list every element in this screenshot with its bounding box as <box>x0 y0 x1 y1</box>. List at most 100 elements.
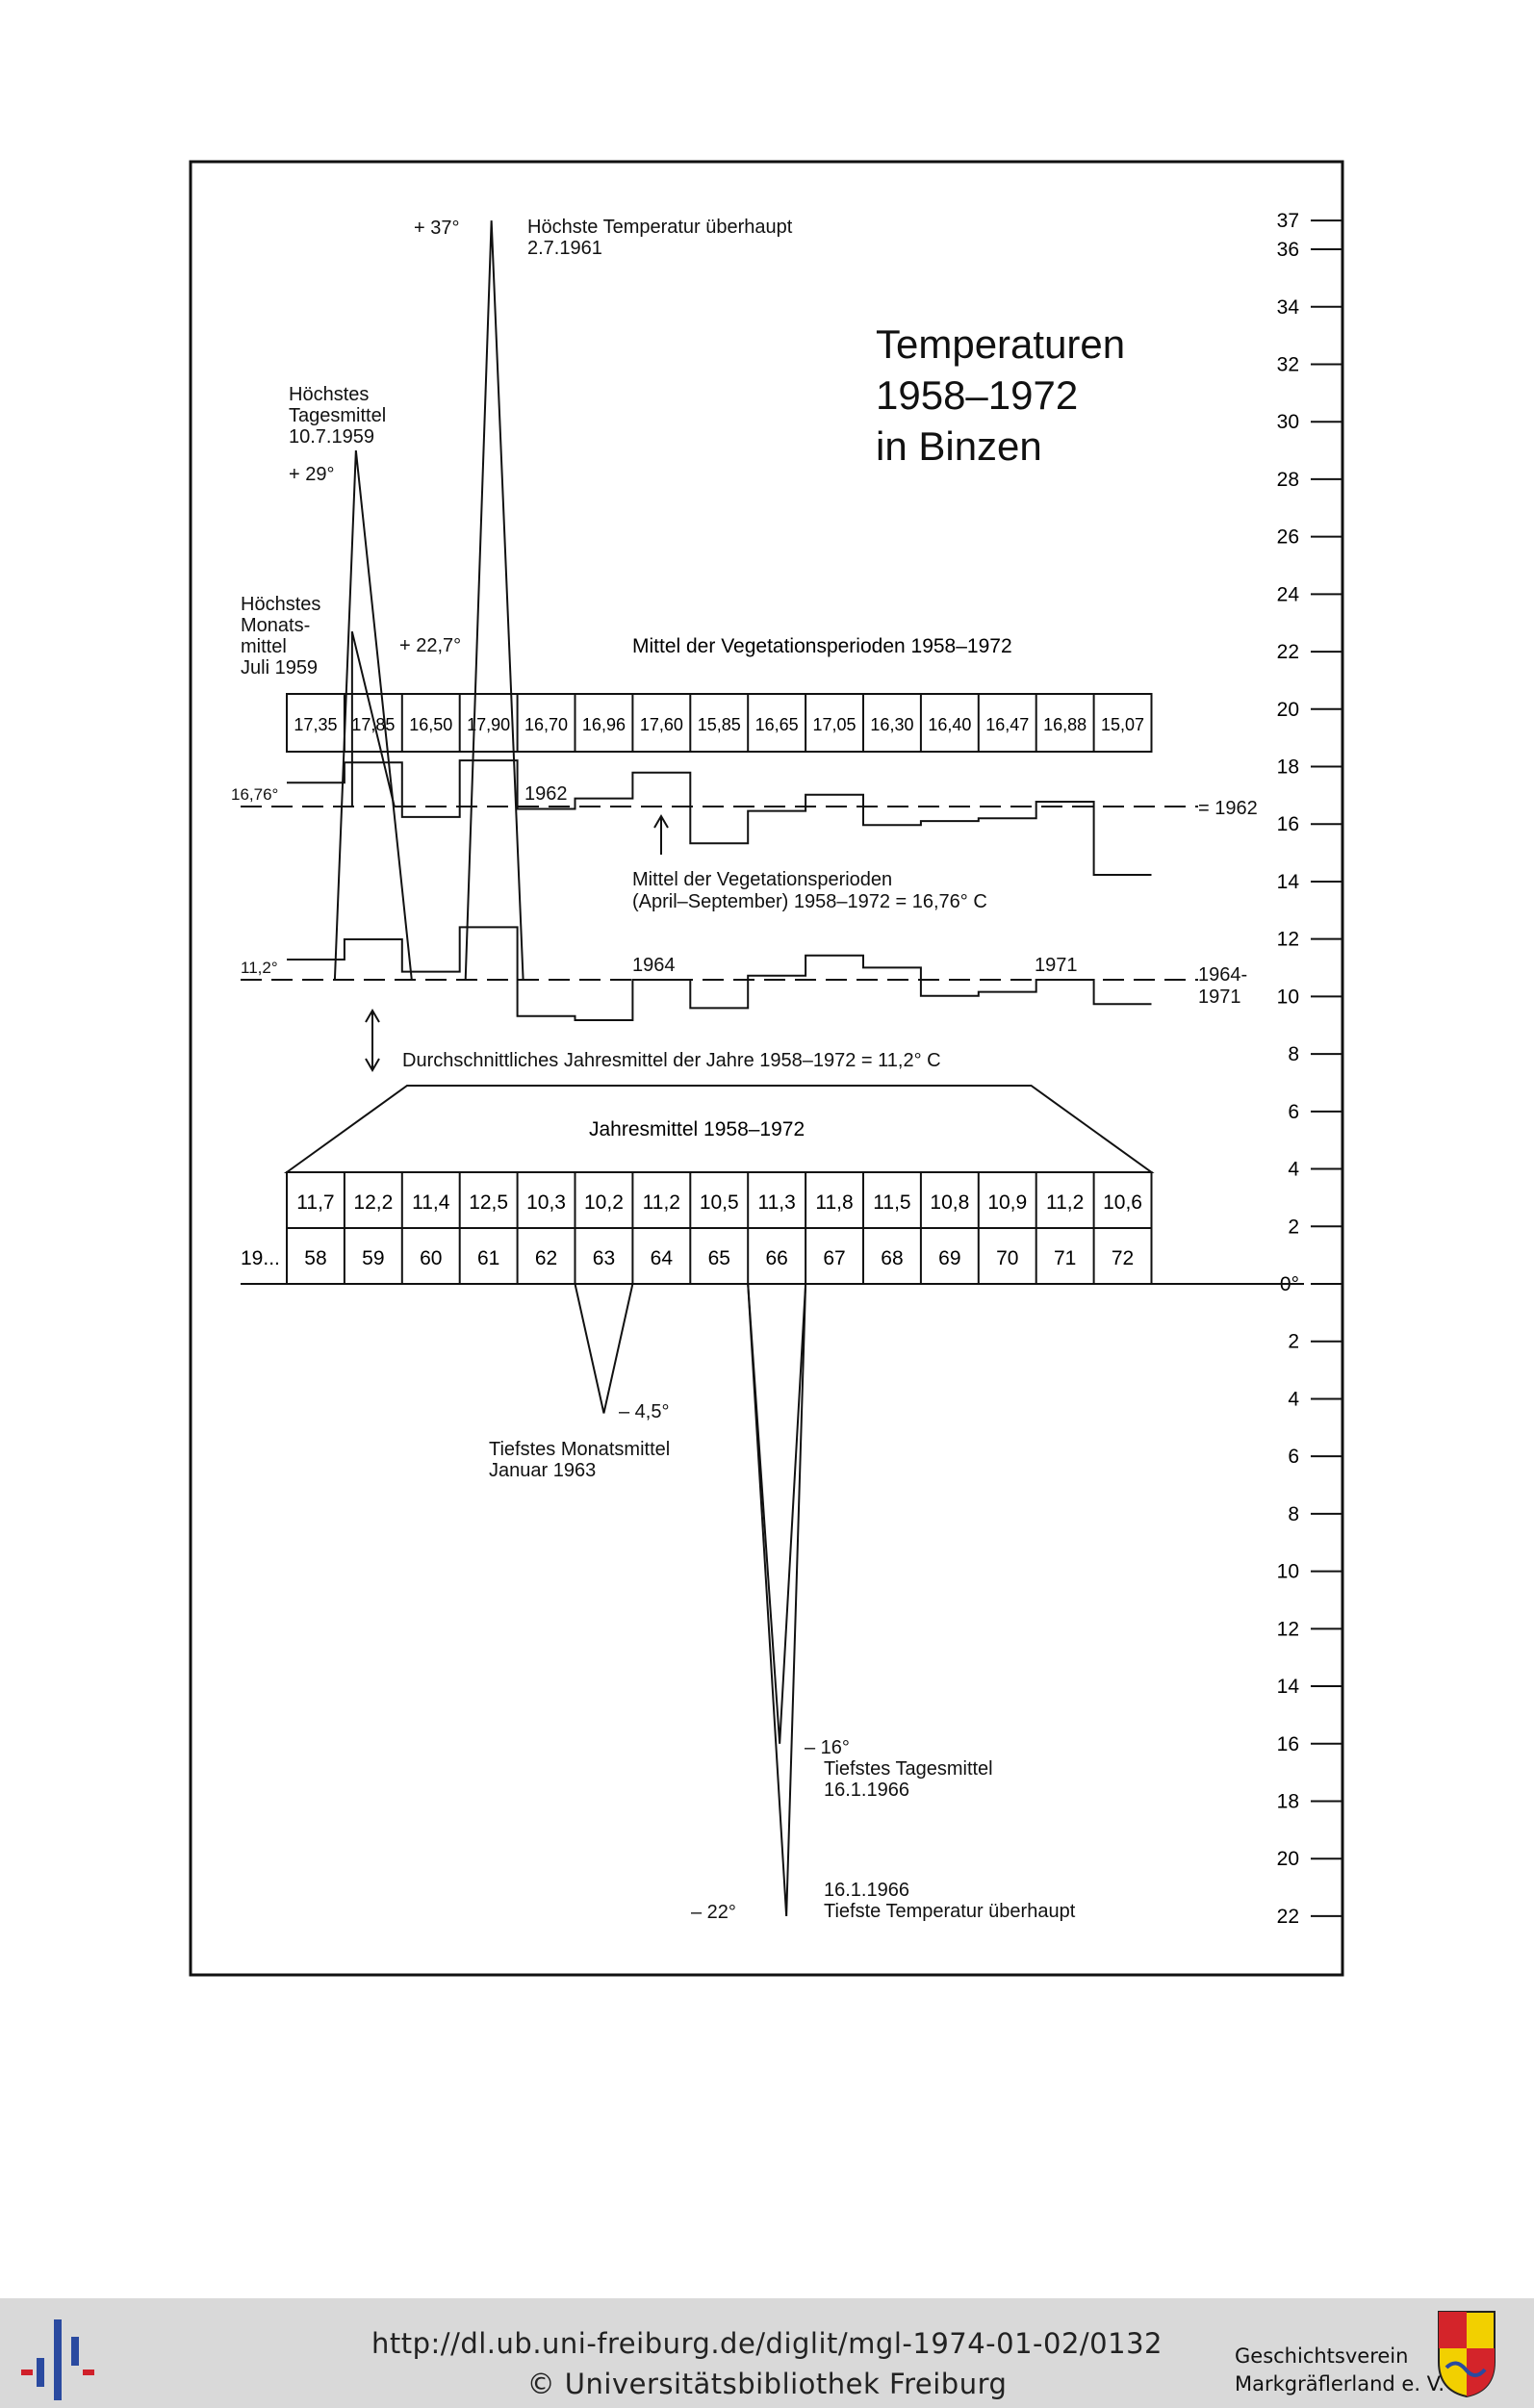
year-prefix: 19... <box>241 1247 280 1269</box>
axis-tick-label: 16 <box>1277 1733 1299 1755</box>
annual-value: 10,3 <box>526 1191 566 1214</box>
max-monthly-mean-text: mittel <box>241 636 287 657</box>
axis-tick-label: 18 <box>1277 756 1299 779</box>
annotations: + 37°Höchste Temperatur überhaupt2.7.196… <box>231 217 1258 1923</box>
footer-copyright: © Universitätsbibliothek Freiburg <box>526 2368 1008 2400</box>
vegetation-value: 16,70 <box>524 715 568 734</box>
vegetation-value: 16,47 <box>985 715 1029 734</box>
society-line-2: Markgräflerland e. V. <box>1235 2372 1445 2395</box>
vegetation-value: 16,65 <box>755 715 799 734</box>
year-label: 58 <box>304 1247 326 1269</box>
max-daily-mean-text: 10.7.1959 <box>289 426 374 448</box>
axis-tick-label: 32 <box>1277 353 1299 375</box>
ub-freiburg-logo-icon <box>21 2319 94 2400</box>
chart-frame <box>189 160 1344 1977</box>
vegetation-value: 17,35 <box>294 715 337 734</box>
annual-step-line <box>287 926 1152 1021</box>
axis-tick-label: 22 <box>1277 1906 1299 1928</box>
year-label: 65 <box>708 1247 730 1269</box>
vegetation-header: Mittel der Vegetationsperioden 1958–1972 <box>632 635 1012 657</box>
axis-tick-label: 16 <box>1277 813 1299 835</box>
annual-mean-year-1971: 1971 <box>1035 955 1078 976</box>
annual-value: 11,8 <box>815 1191 853 1214</box>
temperature-chart: Temperaturen 1958–1972 in Binzen 3736343… <box>189 160 1344 1977</box>
max-monthly-mean-text: Höchstes <box>241 594 320 615</box>
annual-value: 10,9 <box>987 1191 1027 1214</box>
year-label: 66 <box>765 1247 787 1269</box>
year-label: 71 <box>1054 1247 1076 1269</box>
year-label: 63 <box>593 1247 615 1269</box>
vegetation-note: (April–September) 1958–1972 = 16,76° C <box>632 891 987 912</box>
axis-tick-label: 14 <box>1277 1676 1300 1698</box>
vegetation-step-line <box>287 759 1152 876</box>
vegetation-value: 16,50 <box>409 715 452 734</box>
max-daily-mean-text: Höchstes <box>289 384 369 405</box>
min-temp-text: 16.1.1966 <box>824 1880 909 1901</box>
year-label: 64 <box>651 1247 674 1269</box>
chart-title: Temperaturen 1958–1972 in Binzen <box>876 321 1125 469</box>
annual-value: 10,6 <box>1103 1191 1142 1214</box>
axis-tick-label: 2 <box>1288 1216 1299 1238</box>
year-label: 59 <box>362 1247 384 1269</box>
max-daily-mean-text: Tagesmittel <box>289 405 386 426</box>
max-monthly-mean-peak <box>350 630 396 807</box>
year-label: 61 <box>477 1247 499 1269</box>
vegetation-value: 17,05 <box>813 715 856 734</box>
axis-tick-label: 2 <box>1288 1331 1299 1353</box>
axis-tick-label: 28 <box>1277 469 1299 491</box>
min-daily-mean-text: 16.1.1966 <box>824 1780 909 1801</box>
max-monthly-mean-text: Juli 1959 <box>241 657 318 679</box>
annual-mean-right: 1971 <box>1198 986 1241 1008</box>
annual-mean-year-1964: 1964 <box>632 955 676 976</box>
annual-mean-left: 11,2° <box>241 959 278 977</box>
annual-value: 10,5 <box>700 1191 739 1214</box>
annual-note-arrowhead-up <box>365 1009 380 1023</box>
axis-tick-label: 34 <box>1277 296 1300 319</box>
axis-tick-label: 12 <box>1277 1618 1299 1640</box>
footer-url[interactable]: http://dl.ub.uni-freiburg.de/diglit/mgl-… <box>371 2327 1163 2360</box>
axis-tick-label: 8 <box>1288 1503 1299 1525</box>
vegetation-value: 16,88 <box>1043 715 1087 734</box>
axis-tick-label: 30 <box>1277 411 1299 433</box>
annual-value: 12,5 <box>469 1191 508 1214</box>
axis-tick-label: 22 <box>1277 641 1299 663</box>
annual-value: 11,5 <box>873 1191 910 1214</box>
annual-value: 11,3 <box>757 1191 795 1214</box>
annual-value: 11,4 <box>412 1191 450 1214</box>
min-monthly-mean-trough <box>574 1283 634 1414</box>
axis-tick-label: 20 <box>1277 1848 1299 1870</box>
vegetation-value: 15,85 <box>698 715 741 734</box>
vegetation-note: Mittel der Vegetationsperioden <box>632 869 892 890</box>
vegetation-note-arrowhead <box>653 814 669 829</box>
max-daily-mean-label: + 29° <box>289 464 334 485</box>
axis-tick-label: 26 <box>1277 526 1299 549</box>
data-series <box>241 220 1198 1916</box>
annual-value: 12,2 <box>353 1191 393 1214</box>
year-label: 67 <box>823 1247 845 1269</box>
vegetation-value: 16,40 <box>928 715 971 734</box>
min-monthly-mean-text: Tiefstes Monatsmittel <box>489 1439 670 1460</box>
year-label: 62 <box>535 1247 557 1269</box>
coat-of-arms-icon <box>1438 2311 1496 2398</box>
society-name: Geschichtsverein Markgräflerland e. V. <box>1235 2343 1445 2398</box>
max-temp-text: 2.7.1961 <box>527 238 602 259</box>
annual-mean-right: 1964- <box>1198 964 1247 986</box>
min-temp-trough <box>747 1283 807 1916</box>
annual-header: Jahresmittel 1958–1972 <box>589 1118 805 1140</box>
year-label: 72 <box>1112 1247 1134 1269</box>
year-label: 60 <box>420 1247 442 1269</box>
year-label: 68 <box>881 1247 903 1269</box>
year-label: 70 <box>996 1247 1018 1269</box>
vegetation-mean-left: 16,76° <box>231 785 278 804</box>
axis-tick-label: 10 <box>1277 1561 1299 1583</box>
min-daily-mean-text: Tiefstes Tagesmittel <box>824 1758 993 1780</box>
annual-mean-note: Durchschnittliches Jahresmittel der Jahr… <box>402 1050 941 1071</box>
min-monthly-mean-label: – 4,5° <box>619 1401 669 1422</box>
title-line-3: in Binzen <box>876 423 1042 469</box>
vegetation-mean-right: = 1962 <box>1198 798 1258 819</box>
vegetation-table <box>286 693 1153 753</box>
axis-tick-label: 18 <box>1277 1790 1299 1812</box>
min-daily-mean-label: – 16° <box>805 1737 850 1758</box>
max-monthly-mean-label: + 22,7° <box>399 635 461 656</box>
axis-tick-label: 12 <box>1277 929 1299 951</box>
